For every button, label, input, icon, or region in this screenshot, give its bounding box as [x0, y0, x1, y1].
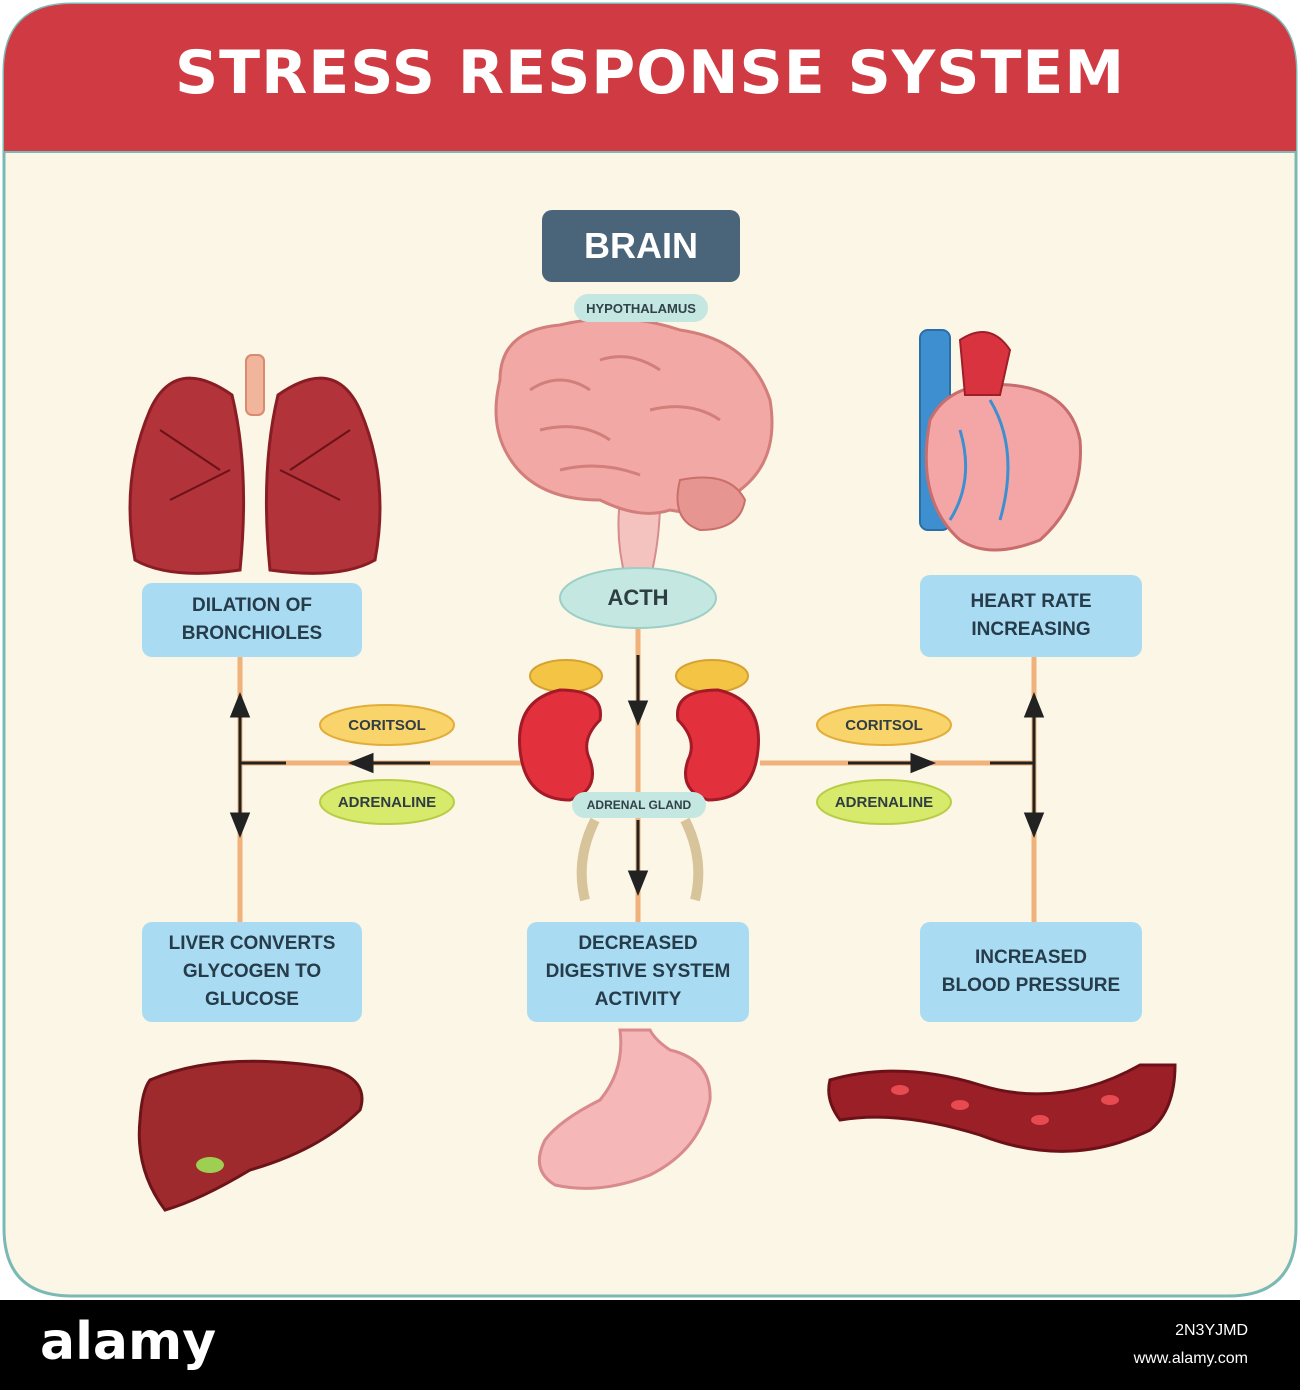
footer-bar: alamy 2N3YJMD www.alamy.com	[0, 1300, 1300, 1390]
adrenaline-right-label: ADRENALINE	[817, 780, 951, 824]
coritsol-left-label: CORITSOL	[320, 705, 454, 745]
lungs-line-2: BRONCHIOLES	[182, 620, 322, 648]
coritsol-right-label: CORITSOL	[817, 705, 951, 745]
alamy-logo: alamy	[40, 1312, 216, 1372]
adrenaline-left-label: ADRENALINE	[320, 780, 454, 824]
digestive-effect-box: DECREASED DIGESTIVE SYSTEM ACTIVITY	[527, 922, 749, 1022]
blood-line-2: BLOOD PRESSURE	[942, 972, 1120, 1000]
blood-line-1: INCREASED	[942, 944, 1120, 972]
digestive-line-1: DECREASED	[546, 930, 731, 958]
footer-url: www.alamy.com	[1134, 1350, 1248, 1368]
liver-line-2: GLYCOGEN TO	[169, 958, 336, 986]
image-id: 2N3YJMD	[1175, 1322, 1248, 1340]
brain-label: BRAIN	[542, 210, 740, 282]
infographic-card: STRESS RESPONSE SYSTEM BRAIN HYPOTHALAMU…	[0, 0, 1300, 1300]
heart-line-2: INCREASING	[970, 616, 1091, 644]
liver-line-3: GLUCOSE	[169, 986, 336, 1014]
heart-effect-box: HEART RATE INCREASING	[920, 575, 1142, 657]
liver-line-1: LIVER CONVERTS	[169, 930, 336, 958]
hypothalamus-tag: HYPOTHALAMUS	[574, 294, 708, 322]
acth-label: ACTH	[560, 568, 716, 628]
digestive-line-3: ACTIVITY	[546, 986, 731, 1014]
page-title: STRESS RESPONSE SYSTEM	[0, 38, 1300, 108]
heart-line-1: HEART RATE	[970, 588, 1091, 616]
lungs-line-1: DILATION OF	[182, 592, 322, 620]
blood-pressure-effect-box: INCREASED BLOOD PRESSURE	[920, 922, 1142, 1022]
adrenal-gland-tag: ADRENAL GLAND	[572, 792, 706, 818]
lungs-effect-box: DILATION OF BRONCHIOLES	[142, 583, 362, 657]
digestive-line-2: DIGESTIVE SYSTEM	[546, 958, 731, 986]
liver-effect-box: LIVER CONVERTS GLYCOGEN TO GLUCOSE	[142, 922, 362, 1022]
